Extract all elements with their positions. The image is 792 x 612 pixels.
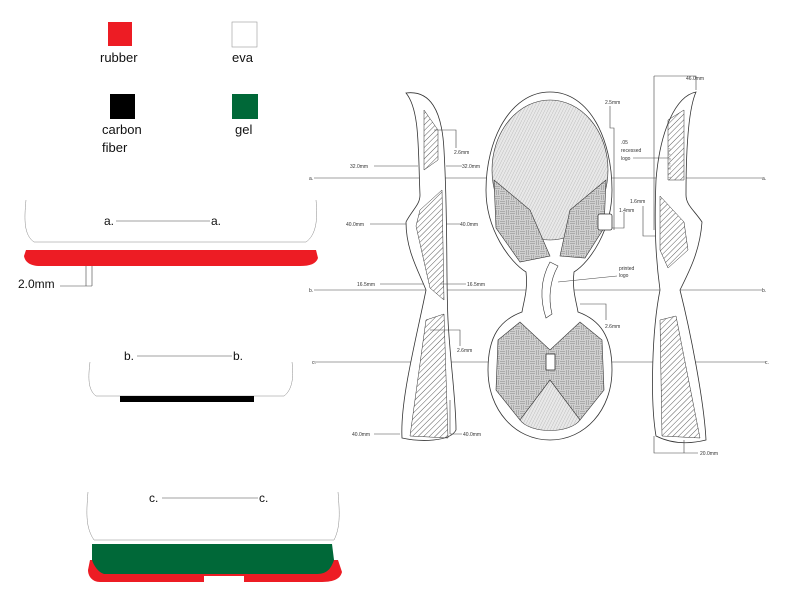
section-b-label-left: b. [124, 349, 134, 363]
legend-swatch-gel [232, 94, 258, 119]
printed-logo-note-line1: printed [619, 266, 635, 272]
legend-label-eva: eva [232, 50, 254, 65]
carbon-fiber-plate [120, 396, 254, 402]
dim-2-6mm-midfoot: 2.6mm [605, 324, 620, 330]
cross-section-c: c. c. [86, 491, 342, 582]
section-c-label-left: c. [149, 491, 158, 505]
cross-section-a: a. a. 2.0mm [18, 199, 318, 291]
recessed-logo-note-line1: .05 [621, 140, 628, 146]
dim-16-5mm-right: 16.5mm [467, 282, 485, 288]
recessed-logo-note-line2: recessed [621, 148, 642, 154]
rubber-layer [24, 250, 318, 266]
cut-line-c-right: c. [765, 360, 769, 366]
legend: rubber eva carbon fiber gel [100, 21, 258, 155]
side-logo-recessed: GARNETT [667, 148, 672, 181]
recessed-logo-note-line3: logo [621, 156, 631, 162]
legend-label-rubber: rubber [100, 50, 138, 65]
legend-label-gel: gel [235, 122, 252, 137]
dim-40mm-heel-left: 40.0mm [352, 432, 370, 438]
dim-46mm: 46.0mm [686, 76, 704, 82]
outsole-technical-drawing: a. a. b. b. c. c. [309, 75, 769, 457]
legend-swatch-carbon-fiber [110, 94, 135, 119]
section-b-label-right: b. [233, 349, 243, 363]
dim-32mm-left: 32.0mm [350, 164, 368, 170]
cut-line-b-right: b. [762, 288, 766, 294]
legend-swatch-rubber [108, 22, 132, 46]
dim-16-5mm-left: 16.5mm [357, 282, 375, 288]
section-a-thickness: 2.0mm [18, 277, 55, 291]
dim-2-6mm-heel: 2.6mm [457, 348, 472, 354]
cross-section-b: b. b. [88, 349, 293, 402]
gel-layer [92, 544, 334, 574]
medial-side-view [401, 92, 457, 441]
dim-40mm-right: 40.0mm [460, 222, 478, 228]
dim-32mm-right: 32.0mm [462, 164, 480, 170]
dim-1-6mm: 1.6mm [630, 199, 645, 205]
dim-2-6mm-forefoot: 2.6mm [454, 150, 469, 156]
section-a-label-right: a. [211, 214, 221, 228]
section-c-label-right: c. [259, 491, 268, 505]
legend-swatch-eva [231, 21, 258, 48]
dimension-annotations: 2.6mm 32.0mm 32.0mm 40.0mm 40.0mm 16.5mm… [346, 75, 718, 457]
lateral-side-view: GARNETT [652, 91, 707, 444]
dim-2-5mm: 2.5mm [605, 100, 620, 106]
outsole-bottom-view [485, 91, 613, 441]
dim-40mm-heel-right: 40.0mm [463, 432, 481, 438]
cut-line-b-left: b. [309, 288, 313, 294]
dim-20mm: 20.0mm [700, 451, 718, 457]
cut-line-a-left: a. [309, 176, 313, 182]
printed-logo-note-line2: logo [619, 273, 629, 279]
recessed-logo-mark [545, 353, 556, 371]
section-a-label-left: a. [104, 214, 114, 228]
cut-line-c-left: c. [312, 360, 316, 366]
cut-line-a-right: a. [762, 176, 766, 182]
dim-40mm-left: 40.0mm [346, 222, 364, 228]
legend-label-carbon-line2: fiber [102, 140, 128, 155]
printed-logo-mark [541, 261, 559, 319]
dim-1-4mm: 1.4mm [619, 208, 634, 214]
legend-label-carbon-line1: carbon [102, 122, 142, 137]
